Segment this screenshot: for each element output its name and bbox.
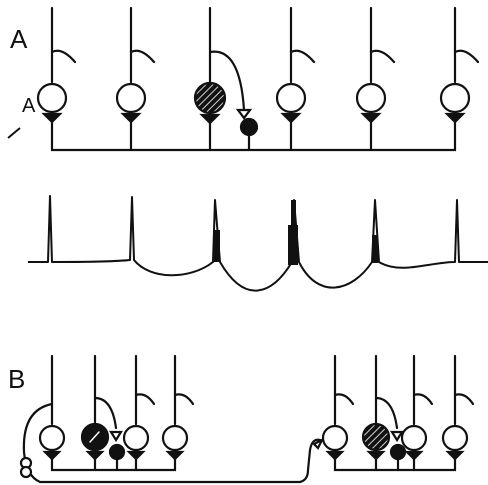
panel-b-g2-neuron-2-active	[361, 354, 407, 472]
panel-a-circuit	[36, 6, 480, 152]
panel-b-g2-neuron-3	[400, 354, 434, 472]
burst-3	[214, 230, 220, 262]
panel-b-circuit	[19, 354, 475, 484]
panel-a-label: A	[10, 24, 28, 54]
burst-4-upper	[291, 200, 296, 230]
panel-b-g1-neuron-2-active	[80, 354, 126, 472]
panel-a-inhibitory-interneuron	[235, 108, 259, 152]
panel-a-neuron-2	[115, 6, 156, 152]
panel-b-group-1	[19, 354, 322, 484]
panel-a-neuron-5	[355, 6, 396, 152]
panel-b-label: B	[8, 364, 25, 394]
burst-4	[288, 225, 298, 265]
panel-b-group-2	[312, 354, 475, 472]
trace-line	[28, 195, 488, 292]
panel-a-neuron-3-active	[193, 6, 246, 152]
panel-a-common-axon	[50, 114, 457, 152]
panel-a-small-label: A	[22, 95, 36, 117]
panel-a-neuron-6	[439, 6, 480, 124]
panel-b-g1-neuron-3	[122, 354, 156, 472]
panel-b-g1-neuron-4	[161, 354, 195, 461]
panel-b-g1-neuron-1	[38, 354, 66, 461]
panel-a-neuron-4	[275, 6, 316, 152]
panel-b-g2-neuron-1	[321, 354, 355, 461]
membrane-potential-trace	[28, 195, 488, 292]
burst-5	[372, 235, 378, 263]
panel-a-pointer-line	[7, 127, 21, 139]
panel-a-neuron-1	[36, 6, 77, 124]
panel-b-g2-neuron-4	[441, 354, 475, 461]
